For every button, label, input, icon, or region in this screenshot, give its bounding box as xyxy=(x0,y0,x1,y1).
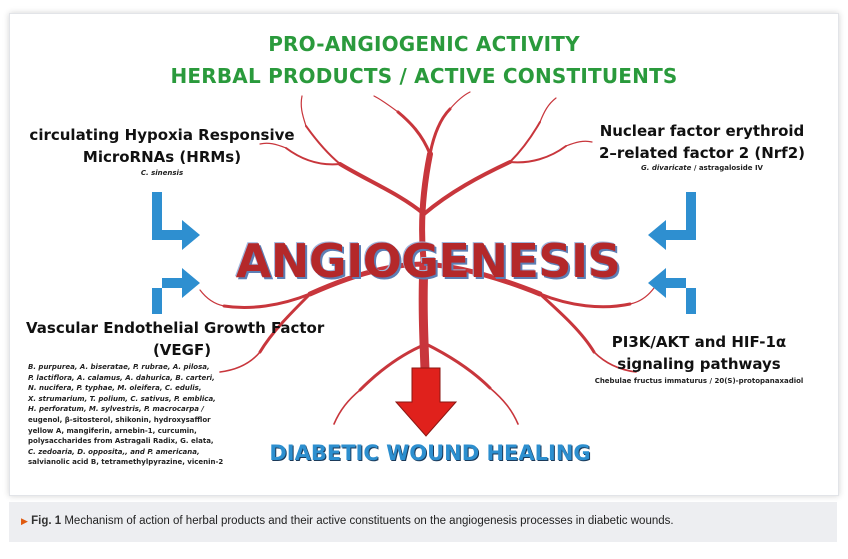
nrf2-label-line1: Nuclear factor erythroid xyxy=(599,122,805,140)
vegf-source-line: eugenol, β-sitosterol, shikonin, hydroxy… xyxy=(28,415,211,424)
vegf-source-line: polysaccharides from Astragali Radix, G.… xyxy=(28,437,214,446)
hrm-label-line2: MicroRNAs (HRMs) xyxy=(82,148,242,166)
caption-body: Mechanism of action of herbal products a… xyxy=(61,515,674,527)
blood-vessel-illustration xyxy=(199,91,655,425)
vegf-source-line: P. lactiflora, A. calamus, A. dahurica, … xyxy=(28,373,215,382)
angiogenesis-heading: ANGIOGENESIS xyxy=(235,234,621,288)
vegf-source-line: B. purpurea, A. biseratae, P. rubrae, A.… xyxy=(28,363,210,371)
pi3k-source: Chebulae fructus immaturus / 20(S)-proto… xyxy=(594,377,804,385)
hrm-label: circulating Hypoxia Responsive MicroRNAs… xyxy=(28,124,296,168)
vegf-label-line2: (VEGF) xyxy=(152,341,212,359)
figure-caption: ▶ Fig. 1 Mechanism of action of herbal p… xyxy=(9,502,837,542)
figure-panel: PRO-ANGIOGENIC ACTIVITY HERBAL PRODUCTS … xyxy=(9,13,839,496)
right-top-arrow-icon xyxy=(648,192,696,250)
vegf-source-line: X. strumarium, T. polium, C. sativus, P.… xyxy=(28,394,216,403)
hrm-source: C. sinensis xyxy=(140,169,184,177)
nrf2-source-compound: / astragaloside IV xyxy=(691,164,763,172)
vegf-source-list: B. purpurea, A. biseratae, P. rubrae, A.… xyxy=(28,362,254,468)
figure-title-line1: PRO-ANGIOGENIC ACTIVITY xyxy=(268,32,580,56)
nrf2-label: Nuclear factor erythroid 2–related facto… xyxy=(568,120,836,164)
pi3k-label: PI3K/AKT and HIF-1α signaling pathways xyxy=(570,331,828,375)
caption-figure-label: Fig. 1 xyxy=(31,515,62,527)
caption-marker-icon: ▶ xyxy=(21,516,28,526)
down-arrow-icon xyxy=(394,367,458,437)
vegf-source-line: N. nucifera, P. typhae, M. oleifera, C. … xyxy=(28,384,202,393)
vegf-label: Vascular Endothelial Growth Factor (VEGF… xyxy=(26,317,338,361)
figure-title-line2: HERBAL PRODUCTS / ACTIVE CONSTITUENTS xyxy=(170,64,678,88)
pi3k-label-line1: PI3K/AKT and HIF-1α xyxy=(611,333,787,351)
left-top-arrow-icon xyxy=(152,192,200,250)
vegf-label-line1: Vascular Endothelial Growth Factor xyxy=(26,319,325,337)
vegf-source-line: salvianolic acid B, tetramethylpyrazine,… xyxy=(28,458,224,467)
nrf2-source: G. divaricate / astragaloside IV xyxy=(568,164,836,172)
hrm-label-line1: circulating Hypoxia Responsive xyxy=(29,126,295,144)
nrf2-label-line2: 2–related factor 2 (Nrf2) xyxy=(599,144,805,162)
outcome-heading: DIABETIC WOUND HEALING xyxy=(269,441,591,465)
nrf2-source-species: G. divaricate xyxy=(641,164,692,172)
vegf-source-line: H. perforatum, M. sylvestris, P. macroca… xyxy=(28,405,204,414)
pi3k-label-line2: signaling pathways xyxy=(617,355,781,373)
vegf-source-line: C. zedoaria, D. opposita,, and P. americ… xyxy=(28,447,200,456)
vegf-source-line: yellow A, mangiferin, arnebin-1, curcumi… xyxy=(28,426,197,435)
angiogenesis-diagram xyxy=(152,91,696,437)
left-bottom-arrow-icon xyxy=(152,268,200,314)
caption-text: ▶ Fig. 1 Mechanism of action of herbal p… xyxy=(21,515,674,527)
right-bottom-arrow-icon xyxy=(648,268,696,314)
